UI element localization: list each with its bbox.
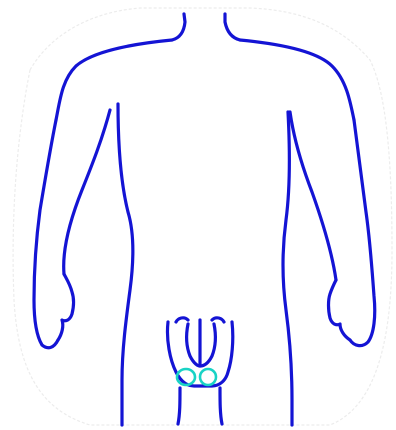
torso-right: [283, 112, 292, 425]
right-arm-outer: [350, 120, 375, 346]
genital-inner-left: [187, 324, 200, 366]
left-arm-inner: [64, 110, 110, 274]
neck-right: [225, 14, 240, 40]
torso-left: [118, 104, 133, 425]
right-region: [200, 369, 216, 385]
genital-inner-right: [200, 324, 215, 366]
genital-top-right: [212, 318, 224, 322]
neck-left: [172, 14, 185, 40]
thigh-left: [178, 388, 180, 424]
right-hand: [329, 280, 351, 340]
shoulder-left: [56, 40, 172, 120]
shoulder-right: [240, 40, 354, 120]
left-arm-outer: [34, 120, 58, 348]
genital-top-left: [176, 318, 188, 322]
left-hand: [58, 274, 74, 340]
right-arm-inner: [290, 112, 336, 280]
thigh-right: [220, 388, 222, 424]
